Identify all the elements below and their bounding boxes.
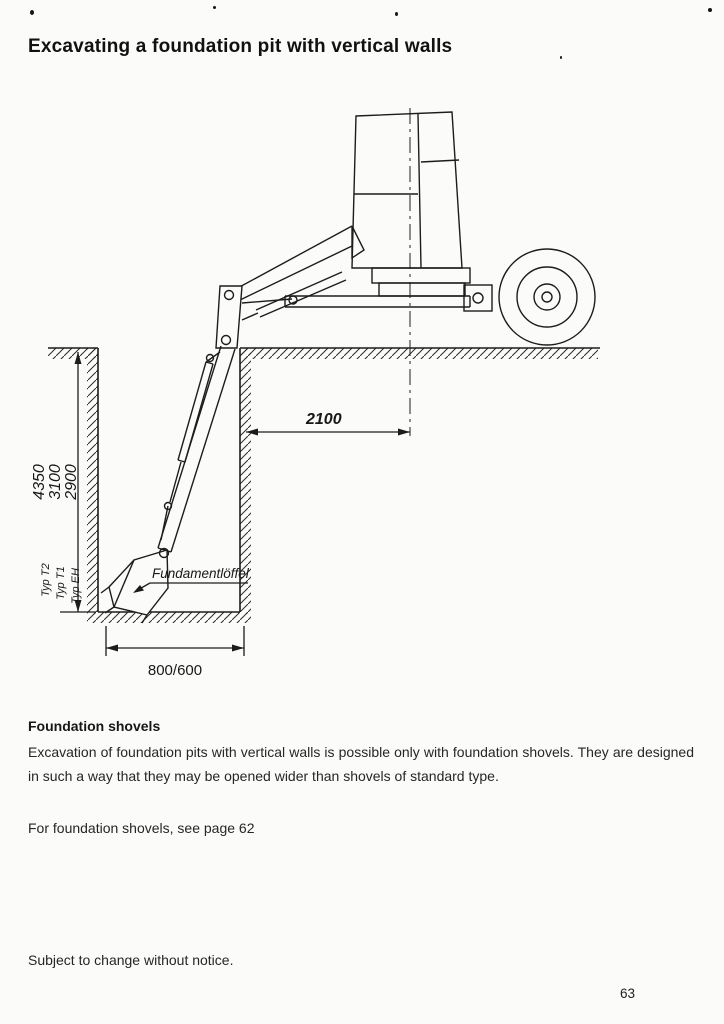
pit-width-label: 800/600 [148,662,202,679]
wheel [498,248,596,346]
scan-speck [30,10,34,15]
section-body-text: Excavation of foundation pits with verti… [28,744,694,784]
excavator-pit-drawing: 2100 4350 3100 2900 Typ T2 Typ T1 Typ EH… [31,108,600,679]
section-reference: For foundation shovels, see page 62 [28,820,255,836]
type-eh-label: Typ EH [70,568,82,604]
section-heading: Foundation shovels [28,718,161,734]
scan-speck [213,6,216,9]
type-t2-label: Typ T2 [40,563,52,596]
boom-linkage [215,225,365,349]
page-title: Excavating a foundation pit with vertica… [28,36,453,57]
dimensions [60,352,410,656]
foundation-bucket [100,547,170,624]
footer-note: Subject to change without notice. [28,952,234,968]
type-t1-label: Typ T1 [55,566,67,599]
excavator-diagram: 2100 4350 3100 2900 Typ T2 Typ T1 Typ EH… [0,100,724,700]
scan-speck [560,56,562,59]
dipper-arm [157,345,236,553]
depth-4350-label: 4350 [31,464,48,500]
depth-3100-label: 3100 [47,464,64,500]
depth-2900-label: 2900 [63,464,80,501]
chassis [284,267,493,312]
page-number: 63 [620,986,636,1001]
excavator-body [100,111,596,624]
pit-outline [48,347,600,613]
cab [351,111,463,269]
earth-hatching [48,348,598,623]
bucket-label: Fundamentlöffel [152,566,250,581]
scan-speck [708,8,712,12]
scan-speck [395,12,398,16]
dim-2100-label: 2100 [305,411,342,428]
